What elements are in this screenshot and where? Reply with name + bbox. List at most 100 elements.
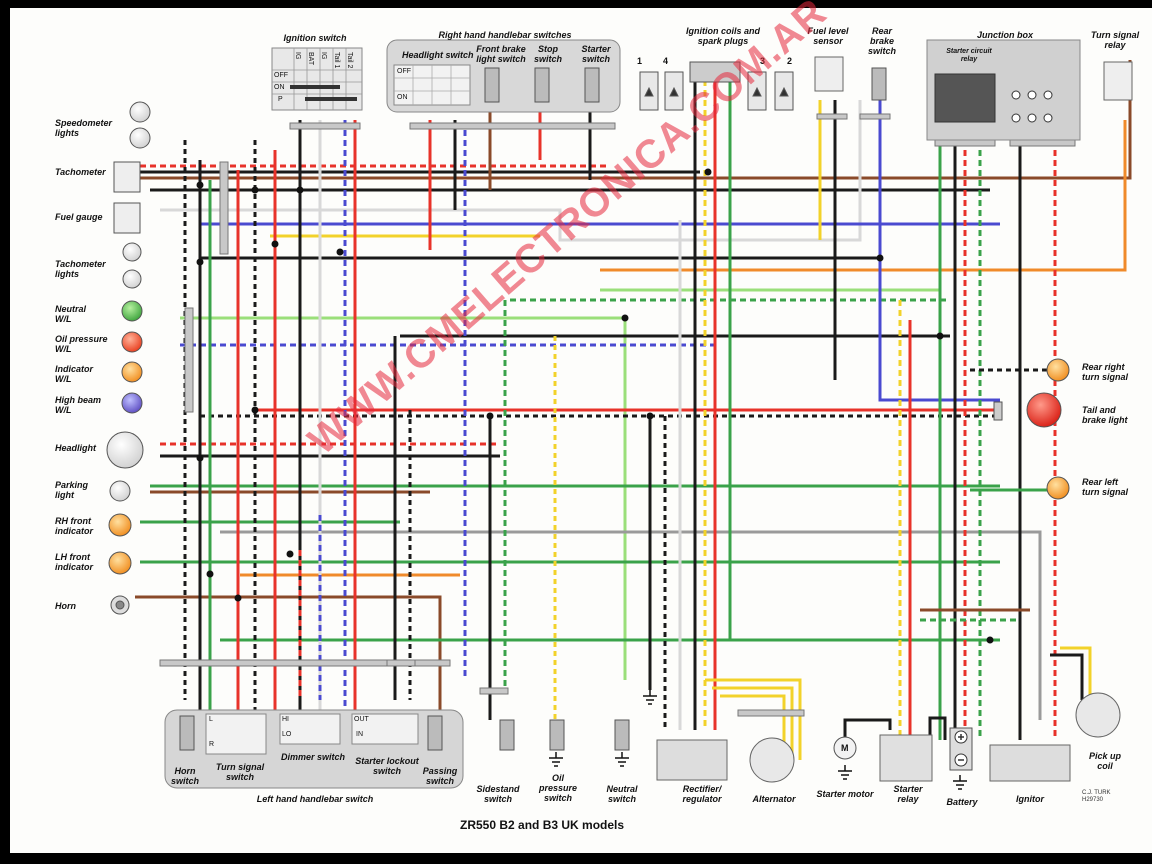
instrument-lamps [106, 101, 151, 615]
ignition-coils [639, 61, 794, 111]
high-beam-warning-lamp [121, 392, 143, 414]
ign-row-off: OFF [274, 72, 288, 79]
ignition-switch-label: Ignition switch [283, 33, 347, 43]
turn-signal-switch-label: Turn signal switch [215, 762, 265, 782]
pickup-coil-body [1075, 692, 1121, 738]
fuel-gauge-label: Fuel gauge [55, 212, 103, 222]
dash-connector [184, 307, 194, 413]
parking-light-label: Parking light [55, 480, 89, 500]
horn-label: Horn [55, 601, 76, 611]
neutral-wl-label: Neutral W/L [55, 304, 87, 324]
junction-dot [621, 314, 629, 322]
rbrake-connector [859, 113, 891, 120]
junction-dot [704, 168, 712, 176]
wire-orange-1 [600, 120, 1127, 272]
ign-col-tail1: Tail 1 [333, 52, 340, 69]
junction-dot [986, 636, 994, 644]
gauge-connector [219, 161, 229, 255]
horn-switch-label: Horn switch [170, 766, 199, 786]
lockout-row-out: OUT [354, 716, 369, 723]
wire-starter-motor [843, 718, 892, 740]
hl-row-on: ON [397, 94, 408, 101]
dimmer-switch-label: Dimmer switch [280, 752, 346, 762]
junction-dot [646, 412, 654, 420]
high-beam-wl-label: High beam W/L [55, 395, 102, 415]
rh-front-indicator-bulb [108, 513, 132, 537]
junction-dot [206, 570, 214, 578]
starter-motor-symbol: M [841, 743, 849, 753]
front-brake-switch-body [484, 67, 500, 103]
oil-pressure-switch-label: Oil pressure switch [538, 773, 578, 803]
junction-dot [336, 248, 344, 256]
rear-right-turn-bulb [1046, 358, 1070, 382]
headlight-switch-label: Headlight switch [402, 50, 474, 60]
sidestand-switch-label: Sidestand switch [476, 784, 520, 804]
ign-col-bat: BAT [307, 52, 314, 66]
wire-pickup-2 [1050, 653, 1084, 700]
headlight-label: Headlight [55, 443, 97, 453]
coil-number-4: 4 [663, 56, 669, 66]
speedometer-light-bulb [129, 101, 151, 123]
starter-circuit-relay-label: Starter circuit relay [946, 48, 992, 63]
oil-pressure-warning-lamp [121, 331, 143, 353]
fuel-gauge-unit [113, 202, 141, 234]
junction-dot [296, 186, 304, 194]
passing-switch-label: Passing switch [422, 766, 458, 786]
drawing-credit: C.J. TURK H29730 [1082, 790, 1111, 803]
ground-symbols [549, 690, 967, 790]
alternator-connector [737, 709, 805, 717]
diagram-title: ZR550 B2 and B3 UK models [460, 818, 625, 832]
junction-dot [234, 594, 242, 602]
starter-relay-label: Starter relay [893, 784, 923, 804]
hl-row-off: OFF [397, 68, 411, 75]
wire-grey-1 [220, 530, 1042, 720]
starter-relay-body [879, 734, 933, 782]
tachometer-light-bulb [122, 269, 142, 289]
neutral-warning-lamp [121, 300, 143, 322]
bottom-switches [499, 719, 630, 751]
junction-dot [486, 412, 494, 420]
lockout-row-in: IN [356, 731, 363, 738]
tail-brake-light-bulb [1026, 392, 1062, 428]
neutral-switch-body [614, 719, 630, 751]
wire-rbrake-blue [878, 100, 1000, 402]
tachometer-label: Tachometer [55, 167, 106, 177]
ground-symbol [953, 775, 967, 790]
junction-dot [196, 181, 204, 189]
wire-battery-neg [928, 716, 947, 740]
headlight-bulb [106, 431, 144, 469]
rear-left-turn-bulb [1046, 476, 1070, 500]
dimmer-row-lo: LO [282, 731, 292, 738]
rectifier-regulator-label: Rectifier/ regulator [682, 784, 722, 804]
starter-switch-label: Starter switch [581, 44, 611, 64]
speedometer-light-bulb [129, 127, 151, 149]
battery-label: Battery [946, 797, 978, 807]
parking-light-bulb [109, 480, 131, 502]
starter-motor-label: Starter motor [816, 789, 874, 799]
turn-signal-switch-grid [205, 713, 267, 755]
rh-front-indicator-label: RH front indicator [55, 516, 94, 536]
turn-signal-relay-body [1103, 61, 1133, 101]
starter-motor-body [833, 736, 857, 760]
wire-alt-2 [712, 686, 794, 760]
turn-signal-relay-label: Turn signal relay [1090, 30, 1140, 50]
ign-col-ig2: IG [320, 52, 327, 60]
starter-circuit-relay-block [934, 73, 996, 123]
ground-symbol [615, 752, 629, 767]
left-handlebar-connector [159, 659, 451, 667]
ignition-switch-box [271, 47, 363, 111]
tail-brake-light-label: Tail and brake light [1082, 405, 1128, 425]
tail-connector [993, 401, 1003, 421]
wire-alt-3 [720, 694, 786, 760]
horn-center [115, 600, 125, 610]
junction-dot [251, 406, 259, 414]
ignitor-label: Ignitor [1016, 794, 1044, 804]
right-handlebar-label: Right hand handlebar switches [438, 30, 572, 40]
ignition-coils-label: Ignition coils and spark plugs [686, 26, 760, 46]
rear-brake-switch-label: Rear brake switch [867, 26, 896, 56]
ground-symbol [838, 765, 852, 780]
rectifier-regulator-body [656, 739, 728, 781]
junction-box [926, 39, 1081, 141]
horn-switch-body [179, 715, 195, 751]
